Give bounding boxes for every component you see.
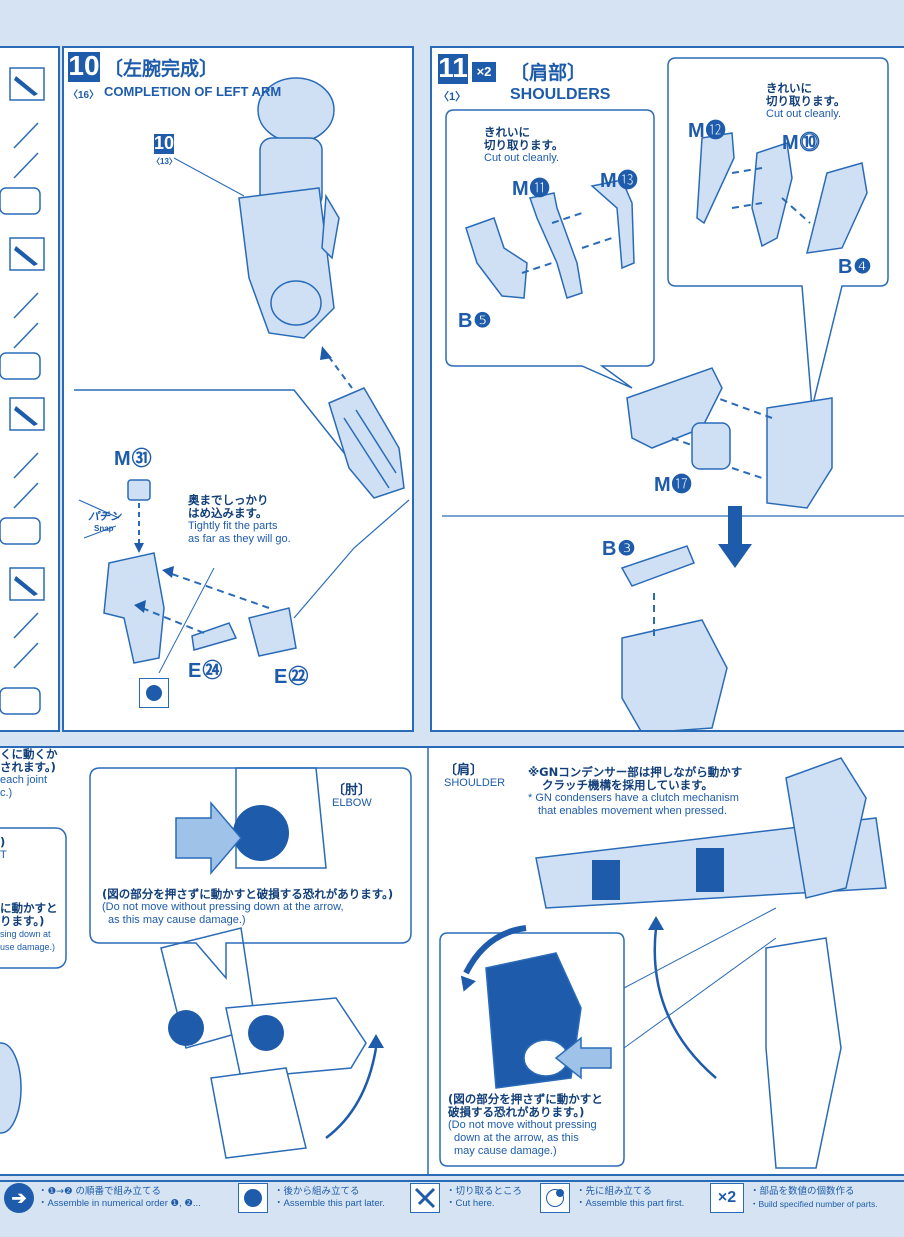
legend-item-multiplier: ×2 ・部品を数値の個数作る ・Build specified number o… [710, 1183, 900, 1223]
legend-item-cut: ・切り取るところ ・Cut here. [410, 1183, 530, 1223]
step-11-multiplier: ×2 [472, 62, 496, 82]
lower-section: くに動くか されます。) each joint c.) ) T に動かすと りま… [0, 746, 904, 1176]
part-b3: B❸ [602, 538, 637, 560]
step-11-title-en: SHOULDERS [510, 86, 611, 103]
snap-jp: パチン [88, 510, 121, 523]
part-m31: M㉛ [114, 448, 153, 470]
assemble-first-icon [540, 1183, 570, 1213]
step-10-ref-number: 10 [154, 133, 175, 154]
legend-bar [0, 1176, 904, 1237]
lower-left-note-1: くに動くか されます。) each joint c.) [0, 747, 58, 799]
shoulder-warning: (図の部分を押さずに動かすと 破損する恐れがあります。) (Do not mov… [448, 1092, 603, 1158]
part-m13: M⓭ [600, 170, 639, 192]
snap-en: Snap [94, 524, 114, 533]
step-10-panel: 10 〔左腕完成〕 〈16〉 COMPLETION OF LEFT ARM 10… [62, 46, 414, 732]
step-11-illustration [442, 57, 904, 730]
part-m17: M⓱ [654, 474, 693, 496]
step-11-panel: 11 ×2 〔肩部〕 〈1〉 SHOULDERS きれいに 切り取ります。 Cu… [430, 46, 904, 732]
step-10-count: 〈16〉 [68, 90, 100, 101]
step-10-title-jp: 〔左腕完成〕 [104, 58, 219, 80]
cut-strip-illustration [0, 67, 45, 715]
shoulder-label: 〔肩〕 SHOULDER [444, 763, 506, 789]
cut-strip [0, 46, 60, 732]
cut-note-left: きれいに 切り取ります。 Cut out cleanly. [484, 125, 564, 165]
step-10-title-en: COMPLETION OF LEFT ARM [104, 84, 282, 99]
assemble-later-icon [238, 1183, 268, 1213]
part-m11: M⓫ [512, 178, 551, 200]
assemble-later-icon [139, 678, 169, 708]
gn-condenser-note: ※GNコンデンサー部は押しながら動かす クラッチ機構を採用しています。 * GN… [528, 765, 743, 818]
step-11-count: 〈1〉 [438, 91, 467, 103]
step-10-number: 10 [68, 50, 100, 82]
step-10-ref-count: 〈13〉 [152, 157, 177, 166]
order-icon: ➔ [4, 1183, 34, 1213]
step-10-illustration [74, 77, 410, 674]
multiplier-icon: ×2 [710, 1183, 744, 1213]
elbow-warning: (図の部分を押さずに動かすと破損する恐れがあります。) (Do not move… [102, 887, 394, 927]
nipper-icon-svg [414, 1187, 436, 1209]
legend-item-first: ・先に組み立てる ・Assemble this part first. [540, 1183, 700, 1223]
part-m10: M⓾ [782, 132, 821, 154]
part-e22: E㉒ [274, 666, 310, 688]
legend-item-later: ・後から組み立てる ・Assemble this part later. [238, 1183, 400, 1223]
step-11-title-jp: 〔肩部〕 [510, 62, 587, 84]
legend-divider [0, 1180, 904, 1182]
elbow-label: 〔肘〕 ELBOW [332, 783, 372, 809]
legend-item-order: ➔ ・❶→❷ の順番で組み立てる ・Assemble in numerical … [4, 1183, 229, 1223]
part-e24: E㉔ [188, 660, 224, 682]
part-b5: B❺ [458, 310, 493, 332]
step-10-note: 奥までしっかり はめ込みます。 Tightly fit the parts as… [188, 493, 291, 546]
lower-left-note-2: ) T に動かすと ります。) sing down at use damage.… [0, 835, 58, 953]
part-b4: B❹ [838, 256, 873, 278]
nipper-icon [410, 1183, 440, 1213]
step-11-number: 11 [438, 52, 468, 84]
cut-note-right: きれいに 切り取ります。 Cut out cleanly. [766, 81, 846, 121]
part-m12: M⓬ [688, 120, 727, 142]
lower-illustration [0, 748, 887, 1174]
